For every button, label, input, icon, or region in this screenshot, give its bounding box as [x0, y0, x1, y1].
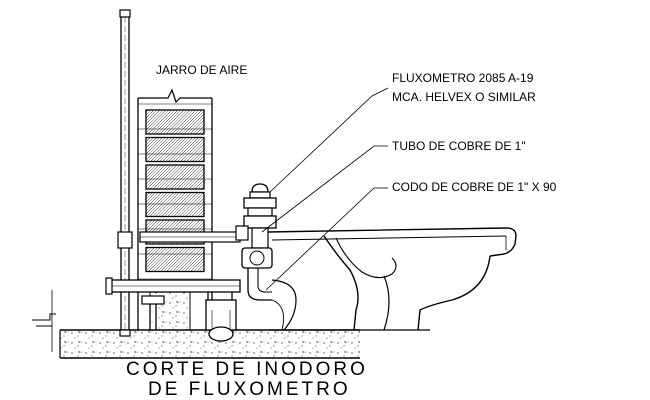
copper-pipe-label: TUBO DE COBRE DE 1" [392, 139, 526, 153]
wall-block [145, 109, 205, 135]
flushometer [235, 183, 277, 301]
copper-elbow-label: CODO DE COBRE DE 1" X 90 [392, 180, 557, 194]
leader-lines [261, 87, 389, 291]
wall-block [145, 164, 205, 190]
air-vent-label: JARRO DE AIRE [156, 63, 247, 77]
drain-piping [105, 231, 241, 342]
wall-block [145, 191, 205, 218]
toilet-bowl [267, 227, 517, 331]
floor-slab [32, 290, 360, 359]
air-vent-pipe [117, 9, 133, 337]
wall-block [145, 246, 205, 273]
drawing-title-line1: CORTE DE INODORO [126, 359, 368, 380]
flushometer-label-line1: FLUXOMETRO 2085 A-19 [392, 71, 534, 85]
flushometer-label-line2: MCA. HELVEX O SIMILAR [392, 90, 536, 104]
drawing-title-line2: DE FLUXOMETRO [148, 379, 351, 400]
wall-block [145, 136, 205, 163]
